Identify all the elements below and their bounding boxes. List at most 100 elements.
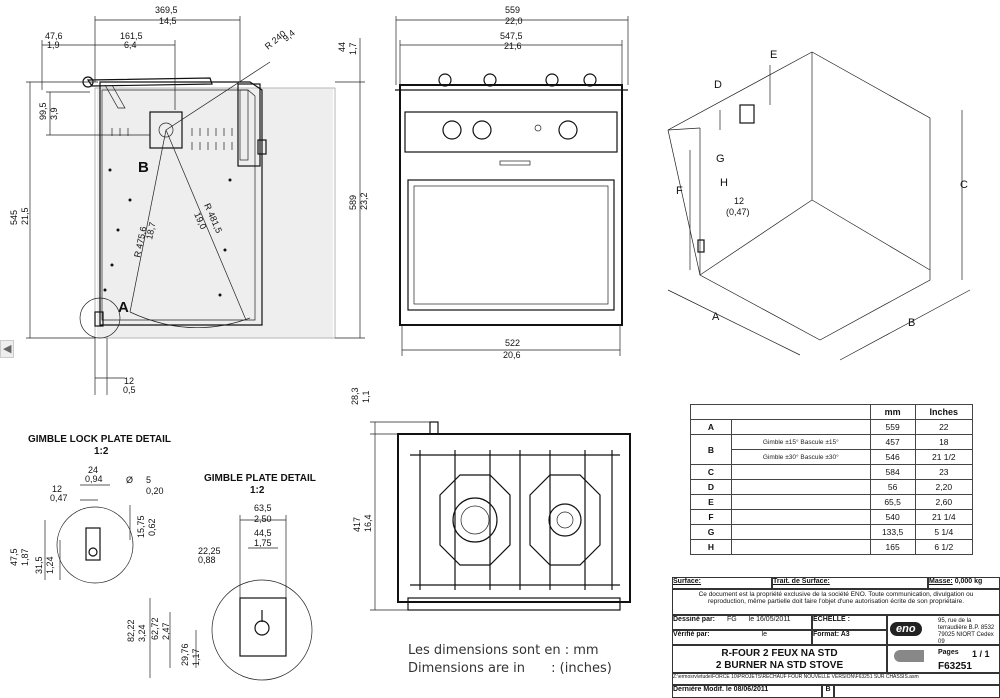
iso-letter-d: D	[714, 79, 722, 91]
dim-width-inner-mm: 547,5	[500, 31, 523, 41]
lock-dia5-mm: 5	[146, 475, 151, 485]
dim-top-gap-in: 1,7	[348, 42, 358, 55]
iso-cabinet	[667, 51, 931, 341]
plan-view: 28,3 1,1 417 16,4	[350, 387, 631, 611]
lock-w24-in: 0,94	[85, 474, 103, 484]
ownership-notice: Ce document est la propriété exclusive d…	[672, 589, 1000, 615]
dim-overall-depth-mm: 369,5	[155, 5, 178, 15]
plate-detail-circle	[211, 579, 313, 681]
title-block: Surface: Trait. de Surface: Masse: 0,000…	[672, 577, 1000, 698]
knob-right	[558, 120, 578, 140]
plate-detail-scale: 1:2	[250, 485, 265, 496]
pages-label: Pages	[938, 649, 959, 656]
control-panel	[404, 111, 618, 153]
lock-dia5-in: 0,20	[146, 486, 164, 496]
lock-h47-in: 1,87	[20, 548, 30, 566]
side-view: 369,5 14,5 47,6 1,9 161,5 6,4 R 240 9,4 …	[9, 5, 369, 395]
plate-detail-title: GIMBLE PLATE DETAIL	[204, 473, 316, 484]
masse-label: Masse:	[929, 578, 953, 585]
dim-top-gap-mm: 44	[337, 42, 347, 52]
plan-depth-in: 16,4	[363, 514, 373, 532]
table-header-inches: Inches	[914, 404, 974, 420]
stove-frame	[399, 84, 623, 326]
units-note-line1: Les dimensions sont en : mm	[408, 643, 599, 658]
dim-width-base-mm: 522	[505, 338, 520, 348]
title-en: 2 BURNER NA STD STOVE	[715, 660, 844, 671]
title-fr: R-FOUR 2 FEUX NA STD	[721, 648, 838, 659]
plate-w44-in: 1,75	[254, 538, 272, 548]
drawn-date: le 16/05/2011	[748, 616, 791, 623]
label-b: B	[138, 159, 149, 176]
drawing-ref: F63251	[938, 661, 972, 672]
side-panel-arrow[interactable]: ◀	[0, 340, 14, 358]
lock-detail-scale: 1:2	[94, 446, 109, 457]
stove-body	[99, 81, 263, 326]
dim-bottom-offset-mm: 12	[124, 376, 134, 386]
company-address: 95, rue de la terraudière B.P. 8532 7902…	[938, 618, 995, 645]
checked-label: Vérifié par:	[673, 631, 710, 638]
dim-height-left-mm: 545	[9, 210, 19, 225]
label-a: A	[118, 299, 129, 316]
gimbal-plate-detail	[239, 597, 287, 657]
dim-left-offset-mm: 47,6	[45, 31, 63, 41]
dim-overall-depth-in: 14,5	[159, 16, 177, 26]
lock-detail: GIMBLE LOCK PLATE DETAIL 1:2 24 0,94 12 …	[9, 434, 171, 584]
dim-handle-span-mm: 161,5	[120, 31, 143, 41]
iso-letter-c: C	[960, 179, 968, 191]
burner-left	[452, 497, 498, 543]
lock-h31-mm: 31,5	[34, 556, 44, 574]
detail-a-marker	[79, 297, 121, 339]
lock-plate	[85, 527, 101, 561]
radius-line-top	[165, 61, 271, 131]
dim-width-total-mm: 559	[505, 5, 520, 15]
lock-h31-in: 1,24	[45, 556, 55, 574]
pages-value: 1 / 1	[972, 649, 990, 659]
lock-h15-mm: 15,75	[136, 515, 146, 538]
dim-height-right-mm: 589	[348, 195, 358, 210]
plate-w63-mm: 63,5	[254, 503, 272, 513]
surface-label: Surface:	[673, 578, 702, 585]
plate-w44-mm: 44,5	[254, 528, 272, 538]
revision: B	[825, 686, 831, 693]
iso-bracket-top	[739, 104, 755, 124]
lock-detail-circle	[56, 506, 134, 584]
lock-detail-title: GIMBLE LOCK PLATE DETAIL	[28, 434, 171, 445]
dim-radius-a-in: 18,7	[144, 221, 157, 240]
plate-h82-mm: 82,22	[126, 619, 136, 642]
lock-w24-mm: 24	[88, 465, 98, 475]
brand-badge	[499, 160, 531, 166]
burner-grate-right	[529, 474, 601, 566]
table-row: Gimble ±30° Bascule ±30° 546 21 1/2	[691, 449, 974, 465]
plate-w63-in: 2,50	[254, 514, 272, 524]
lock-h15-in: 0,62	[147, 518, 157, 536]
iso-dim12-in: (0,47)	[726, 207, 750, 217]
trait-label: Trait. de Surface:	[773, 578, 830, 585]
lock-dia-sym: Ø	[126, 475, 133, 485]
burner-right	[548, 503, 582, 537]
iso-letter-e: E	[770, 49, 777, 61]
dim-gimbal-height-mm: 99,5	[38, 102, 48, 120]
knob-left	[442, 120, 462, 140]
format-label: Format: A3	[813, 631, 850, 638]
oven-window	[413, 185, 609, 305]
plate-detail: GIMBLE PLATE DETAIL 1:2 63,5 2,50 44,5 1…	[126, 473, 316, 681]
dim-left-offset-in: 1,9	[47, 40, 60, 50]
table-row: A 559 22	[690, 419, 974, 435]
iso-letter-g: G	[716, 153, 725, 165]
burner-grate-left	[439, 474, 511, 566]
units-note-line2: Dimensions are in : (inches)	[408, 661, 612, 676]
handle	[86, 77, 213, 87]
cooktop-frame	[397, 433, 631, 603]
chevron-left-icon: ◀	[3, 343, 12, 355]
scale-label: ECHELLE :	[813, 616, 850, 623]
table-row: B Gimble ±15° Bascule ±15° 457 18	[690, 434, 974, 465]
dim-gimbal-height-in: 3,9	[49, 107, 59, 120]
plate-w22-in: 0,88	[198, 555, 216, 565]
lock-w12-mm: 12	[52, 484, 62, 494]
file-path: Z:\ermosrv\etude\FORCE 10\PROJETS\RECHAU…	[673, 674, 919, 680]
